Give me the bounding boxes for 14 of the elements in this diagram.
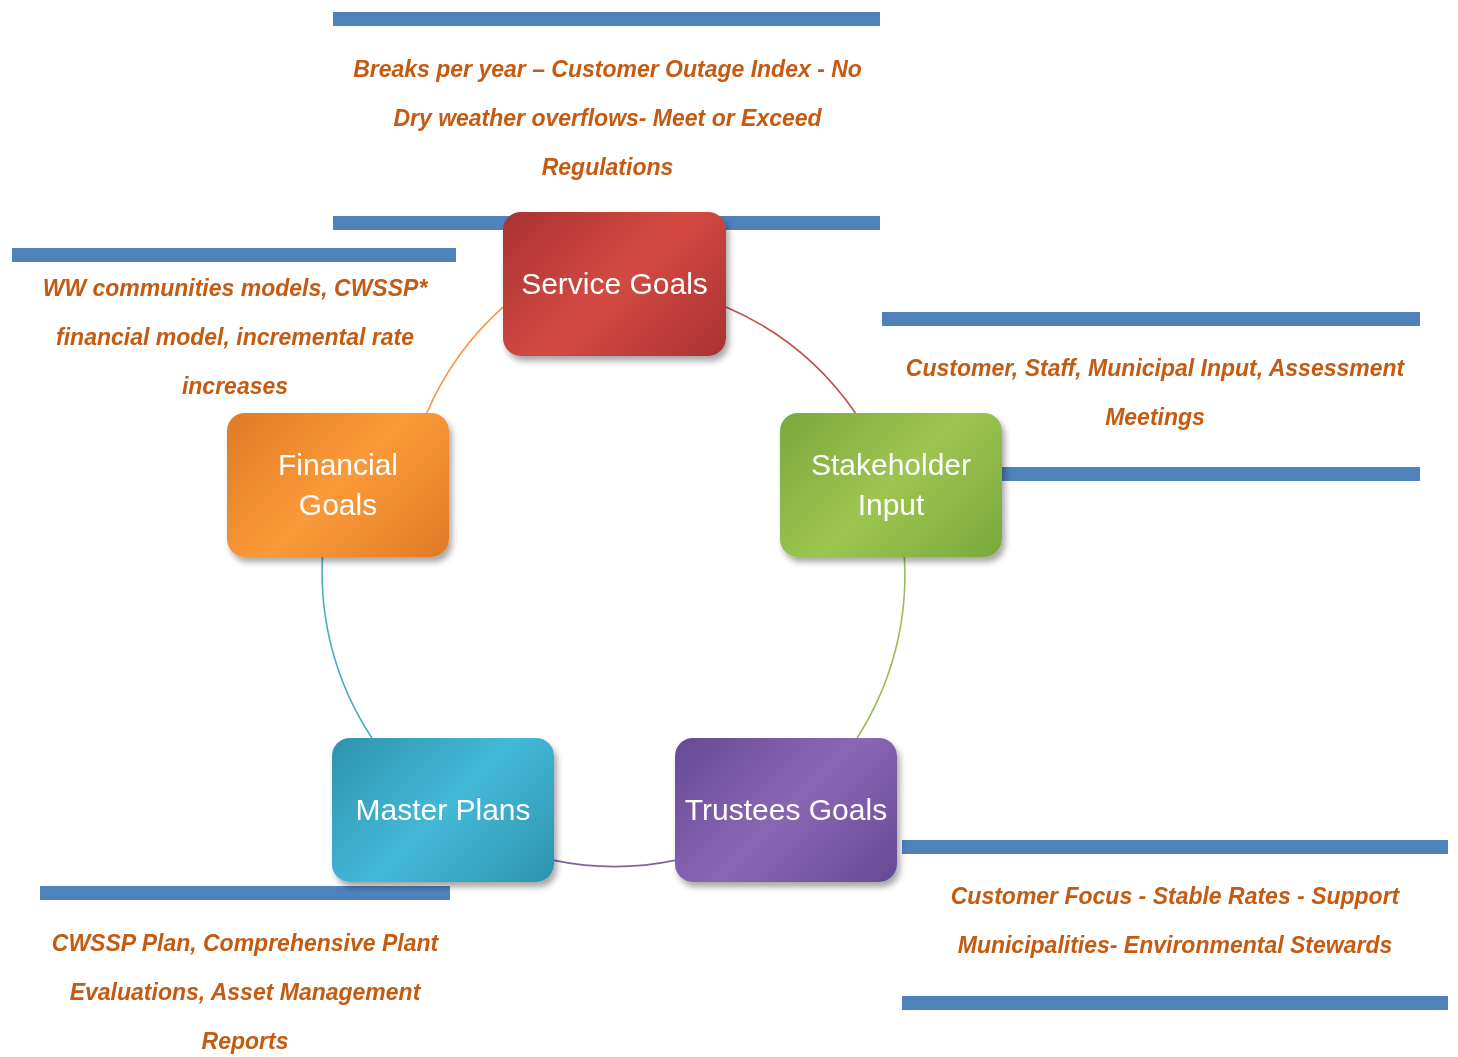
process-box: Stakeholder Input bbox=[780, 413, 1002, 557]
process-box: Master Plans bbox=[332, 738, 554, 882]
connector-arc bbox=[426, 306, 504, 414]
connector-arc bbox=[553, 859, 676, 868]
process-box: Service Goals bbox=[503, 212, 726, 356]
annotation-text: CWSSP Plan, Comprehensive Plant Evaluations, Asset Management Reports bbox=[50, 929, 440, 1056]
process-box: Trustees Goals bbox=[675, 738, 897, 882]
annotation-text: Customer Focus - Stable Rates - Support Municipalities- Environmental Stewards bbox=[949, 882, 1401, 960]
annotation-text: WW communities models, CWSSP* financial model, incremental rate increases bbox=[41, 274, 429, 401]
connector-arc bbox=[725, 306, 857, 414]
connector-arc bbox=[856, 556, 906, 739]
annotation-text: Breaks per year – Customer Outage Index - No Dry weather overflows- Meet or Exceed Regulations bbox=[352, 55, 863, 182]
process-box: Financial Goals bbox=[227, 413, 449, 557]
connector-arc bbox=[321, 556, 373, 739]
